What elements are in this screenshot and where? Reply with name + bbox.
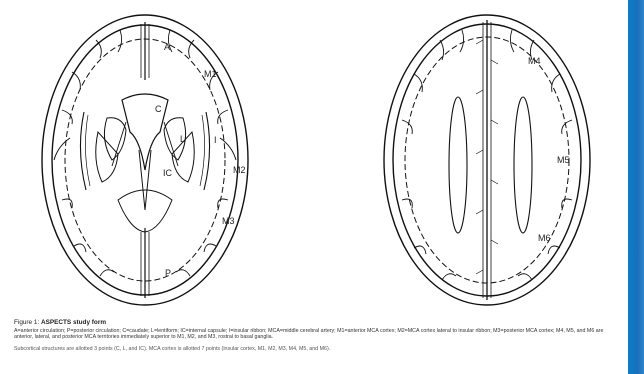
label-m3: M3 xyxy=(222,216,235,226)
caption-footnote: Subcortical structures are allotted 3 po… xyxy=(14,346,610,352)
left-insular-ribbon xyxy=(80,112,86,190)
figure-number: Figure 1: xyxy=(14,319,39,326)
figure-title: ASPECTS study form xyxy=(41,319,106,326)
caption-body: A=anterior circulation; P=posterior circ… xyxy=(14,328,610,341)
right-centrum-semiovale xyxy=(514,97,532,233)
decorative-edge-strip xyxy=(628,0,644,374)
right-insular-ribbon xyxy=(204,112,210,190)
left-axial-slice xyxy=(42,15,248,305)
label-a: A xyxy=(164,42,170,52)
right-region-labels: M4 M5 M6 xyxy=(528,56,570,243)
label-m2: M2 xyxy=(233,165,246,175)
label-m5: M5 xyxy=(557,155,570,165)
figure-caption: Figure 1: ASPECTS study form A=anterior … xyxy=(14,319,610,352)
left-internal-capsule xyxy=(112,122,178,166)
left-region-labels: A M1 C L I IC M2 M3 P xyxy=(155,42,246,278)
label-m1: M1 xyxy=(204,69,217,79)
label-ic: IC xyxy=(163,168,173,178)
left-centrum-semiovale xyxy=(449,97,467,233)
label-m4: M4 xyxy=(528,56,541,66)
label-m6: M6 xyxy=(538,233,551,243)
label-l: L xyxy=(180,134,185,144)
left-third-ventricle xyxy=(139,150,151,210)
label-i: I xyxy=(214,135,217,145)
left-caudate xyxy=(104,118,126,160)
caption-title-line: Figure 1: ASPECTS study form xyxy=(14,319,610,327)
label-p: P xyxy=(165,268,171,278)
label-c: C xyxy=(155,104,162,114)
